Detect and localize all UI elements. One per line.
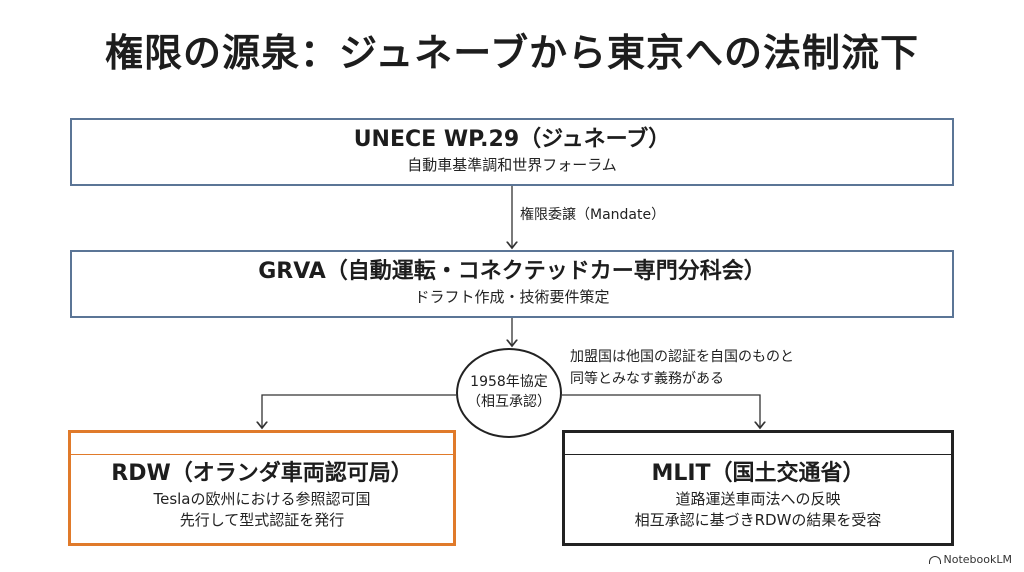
rdw-box: RDW（オランダ車両認可局） Teslaの欧州における参照認可国 先行して型式認… xyxy=(68,430,456,546)
grva-subtitle: ドラフト作成・技術要件策定 xyxy=(414,288,610,306)
mlit-box: MLIT（国土交通省） 道路運送車両法への反映 相互承認に基づきRDWの結果を受… xyxy=(562,430,954,546)
notebooklm-watermark: NotebookLM xyxy=(928,553,1012,566)
arrow-agreement-to-rdw xyxy=(262,394,456,428)
mlit-line-2: 相互承認に基づきRDWの結果を受容 xyxy=(634,511,882,529)
rdw-line-2: 先行して型式認証を発行 xyxy=(179,511,345,529)
agreement-1958-node: 1958年協定 （相互承認） xyxy=(456,348,562,438)
rdw-header-bar xyxy=(71,433,453,455)
agreement-line-1: 1958年協定 xyxy=(470,374,548,390)
note-line-2: 同等とみなす義務がある xyxy=(570,371,724,387)
rdw-heading: RDW（オランダ車両認可局） xyxy=(111,461,413,486)
mandate-label: 権限委譲（Mandate） xyxy=(520,207,666,223)
agreement-line-2: （相互承認） xyxy=(467,394,551,410)
page-title: 権限の源泉：ジュネーブから東京への法制流下 xyxy=(104,31,920,75)
mlit-header-bar xyxy=(565,433,951,455)
unece-subtitle: 自動車基準調和世界フォーラム xyxy=(407,156,617,174)
mlit-line-1: 道路運送車両法への反映 xyxy=(675,490,841,508)
unece-heading: UNECE WP.29（ジュネーブ） xyxy=(353,127,671,152)
notebooklm-logo-icon xyxy=(928,556,941,564)
note-line-1: 加盟国は他国の認証を自国のものと xyxy=(570,349,794,365)
grva-heading: GRVA（自動運転・コネクテッドカー専門分科会） xyxy=(258,259,766,284)
grva-box: GRVA（自動運転・コネクテッドカー専門分科会） ドラフト作成・技術要件策定 xyxy=(70,250,954,318)
rdw-line-1: Teslaの欧州における参照認可国 xyxy=(153,490,371,508)
mutual-recognition-note: 加盟国は他国の認証を自国のものと 同等とみなす義務がある xyxy=(570,346,794,390)
watermark-text: NotebookLM xyxy=(943,553,1012,566)
arrow-agreement-to-mlit xyxy=(562,394,760,428)
mlit-heading: MLIT（国土交通省） xyxy=(651,461,865,486)
unece-wp29-box: UNECE WP.29（ジュネーブ） 自動車基準調和世界フォーラム xyxy=(70,118,954,186)
